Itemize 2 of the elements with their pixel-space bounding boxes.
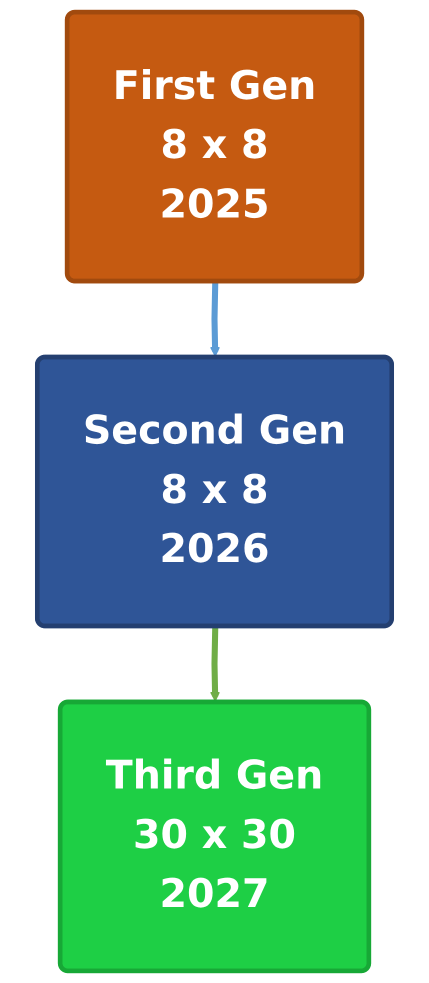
arrow: [210, 282, 220, 357]
arrow: [210, 626, 220, 702]
